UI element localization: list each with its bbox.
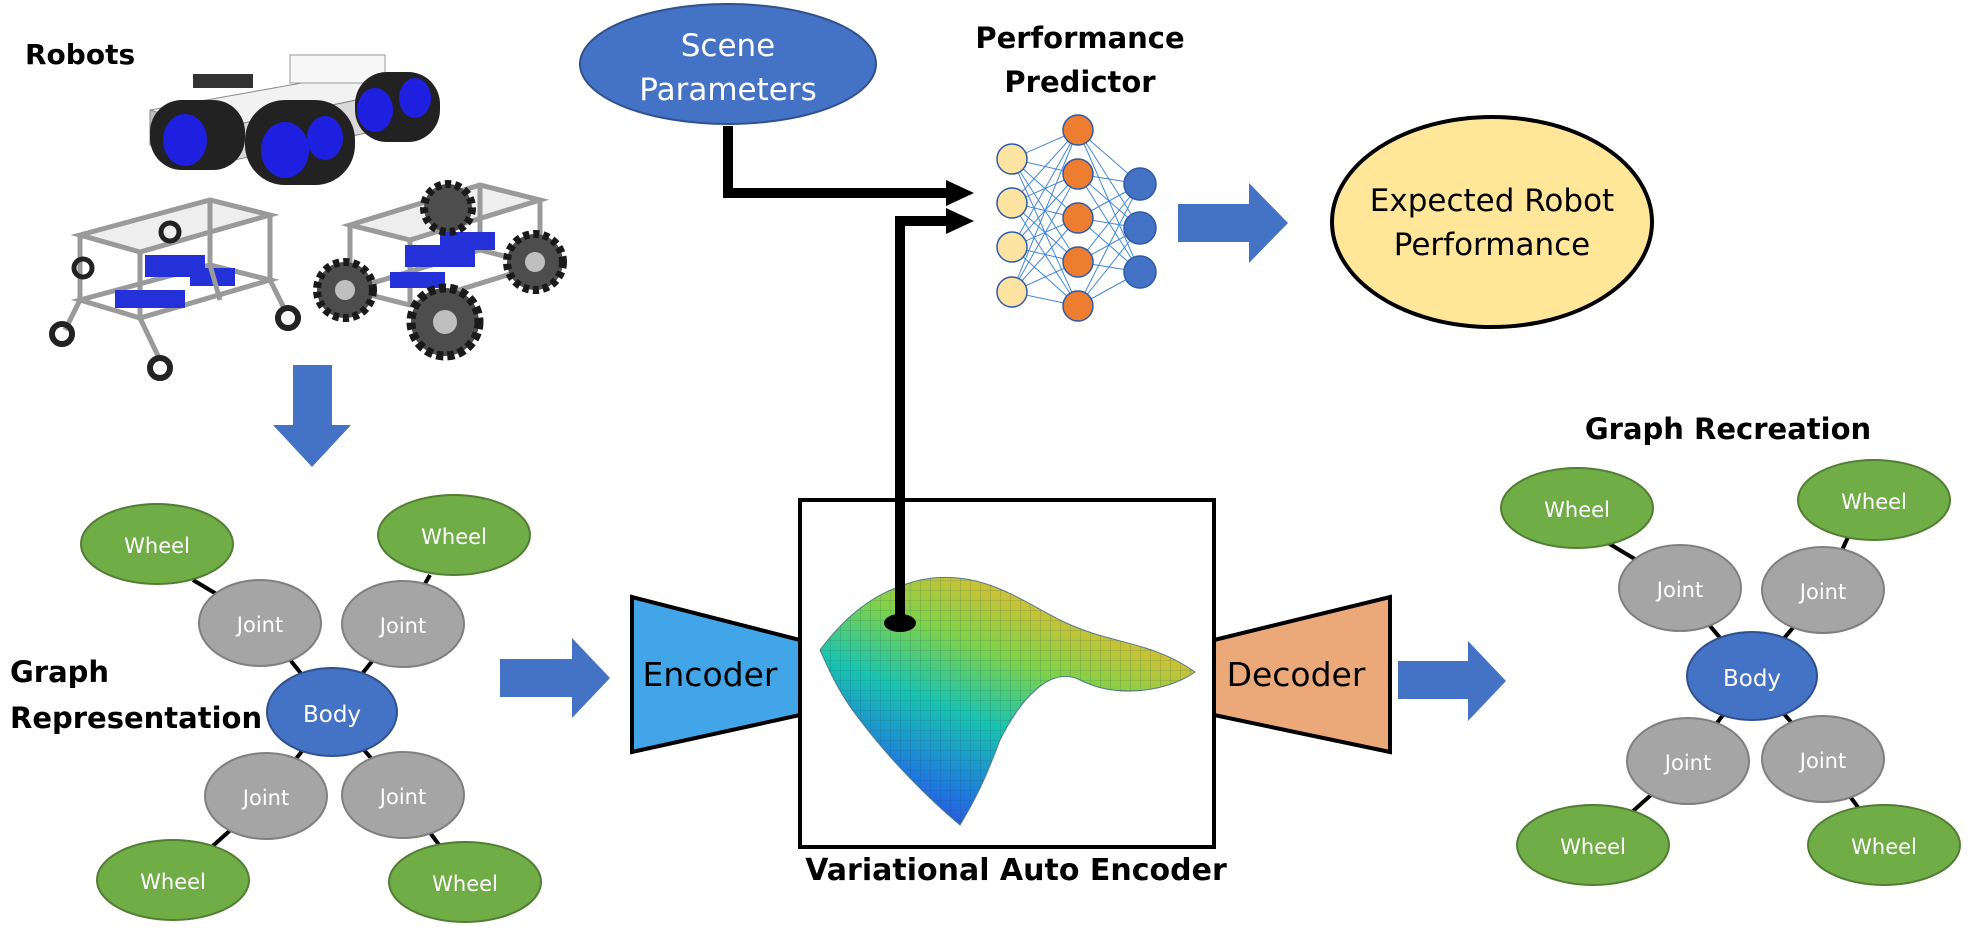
scene-parameters-line1: Scene [681, 28, 776, 64]
expected-performance-line2: Performance [1394, 227, 1590, 263]
wheel-node-label: Wheel [1544, 498, 1610, 522]
latent-point-marker [884, 614, 916, 632]
joint-node-label: Joint [1663, 751, 1711, 775]
joint-node-label: Joint [1655, 578, 1703, 602]
graph-representation-title-line1: Graph [10, 655, 109, 689]
joint-node [1618, 544, 1742, 632]
graph-representation-title-line2: Representation [10, 701, 262, 735]
wheel-node [377, 494, 531, 576]
joint-node-label: Joint [378, 614, 426, 638]
wheel-node [388, 841, 542, 923]
wheel-node-label: Wheel [1841, 490, 1907, 514]
graph-recreation: Wheel Wheel Joint Joint Body Joint Joint… [1500, 459, 1961, 886]
wheel-node [1807, 804, 1961, 886]
wheel-node-label: Wheel [432, 872, 498, 896]
wheel-node-label: Wheel [421, 525, 487, 549]
wheel-node [80, 503, 234, 585]
tracked-robot-image [149, 54, 440, 185]
wheel-node [1500, 467, 1654, 549]
graph-representation: Wheel Wheel Joint Joint Body Joint Joint… [80, 494, 542, 923]
wheeled-robot-image [313, 180, 567, 361]
body-node-label: Body [303, 702, 361, 728]
joint-node [1761, 715, 1885, 803]
encoder-label: Encoder [643, 655, 778, 694]
down-arrow [273, 365, 351, 467]
graph-recreation-title: Graph Recreation [1585, 412, 1871, 446]
joint-node [341, 751, 465, 839]
vae-title: Variational Auto Encoder [805, 853, 1227, 888]
body-node [1686, 631, 1818, 721]
latent-surface-plot [819, 576, 1196, 826]
wheel-node-label: Wheel [140, 870, 206, 894]
latent-to-predictor-connector [895, 208, 974, 620]
joint-node [204, 752, 328, 840]
legged-robot-image [49, 197, 301, 381]
joint-node-label: Joint [378, 785, 426, 809]
wheel-node [96, 839, 250, 921]
right-arrow [1398, 641, 1506, 721]
body-node [266, 667, 398, 757]
wheel-node-label: Wheel [1851, 835, 1917, 859]
expected-performance-node [1330, 115, 1654, 329]
decoder-label: Decoder [1227, 655, 1366, 694]
wheel-node [1516, 804, 1670, 886]
joint-node [1626, 717, 1750, 805]
wheel-node-label: Wheel [1560, 835, 1626, 859]
body-node-label: Body [1723, 666, 1781, 692]
performance-predictor-title-line1: Performance [975, 21, 1184, 55]
scene-parameters-node [579, 3, 877, 125]
scene-to-predictor-connector [723, 126, 974, 206]
robots-title: Robots [25, 38, 135, 71]
right-arrow [1178, 183, 1288, 263]
joint-node-label: Joint [1798, 580, 1846, 604]
joint-node-label: Joint [235, 613, 283, 637]
robots-illustration [49, 54, 567, 381]
joint-node-label: Joint [241, 786, 289, 810]
expected-performance-line1: Expected Robot [1370, 183, 1614, 219]
joint-node [198, 579, 322, 667]
joint-node-label: Joint [1798, 749, 1846, 773]
scene-parameters-line2: Parameters [639, 72, 816, 108]
right-arrow [500, 638, 610, 718]
wheel-node [1797, 459, 1951, 541]
decoder-block [1212, 594, 1392, 755]
neural-network-icon [996, 114, 1157, 322]
joint-node [341, 580, 465, 668]
joint-node [1761, 546, 1885, 634]
performance-predictor-title-line2: Predictor [1004, 65, 1156, 99]
wheel-node-label: Wheel [124, 534, 190, 558]
